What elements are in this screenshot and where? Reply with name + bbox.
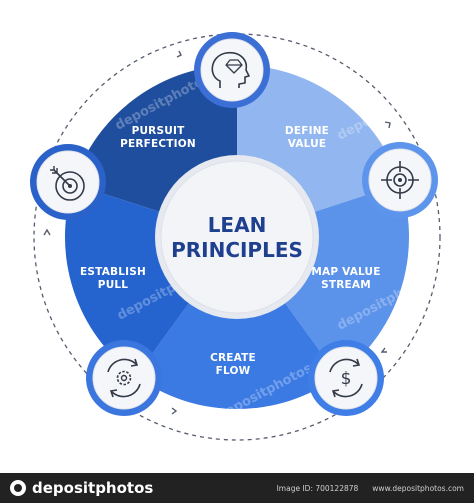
head-diamond-icon [194,32,270,108]
target-crosshair-icon [362,142,438,218]
segment-label-map-line2: STREAM [321,279,371,291]
segment-label-pursuit-line2: PERFECTION [120,138,196,150]
footer-site[interactable]: www.depositphotos.com [372,483,464,493]
segment-label-map-line1: MAP VALUE [311,266,380,278]
footer-meta: Image ID: 700122878 www.depositphotos.co… [277,484,464,493]
segment-labels: PURSUIT PERFECTION DEFINE VALUE MAP VALU… [80,125,380,377]
outer-dashed-ring [33,33,441,441]
footer-image-id: Image ID: 700122878 [276,483,359,493]
gear-cycle-icon [86,340,162,416]
ring-arrow [43,228,51,236]
lean-principles-diagram: depositphotos depositphotos depositphoto… [30,32,441,441]
segment-label-define-line2: VALUE [288,138,327,150]
ring-arrow [384,121,391,129]
center-hub: LEAN PRINCIPLES [155,155,319,319]
segment-label-define-line1: DEFINE [285,125,329,137]
footer-brand[interactable]: depositphotos [10,479,153,497]
segment-label-flow-line1: CREATE [210,352,256,364]
segment-label-pull-line1: ESTABLISH [80,266,146,278]
segment-label-flow-line2: FLOW [216,365,251,377]
dollar-cycle-icon: $ [308,340,384,416]
brand-logo-icon [10,480,26,496]
center-hub-disc [160,160,314,314]
center-title-line1: LEAN [208,213,267,237]
svg-text:$: $ [341,369,352,389]
segment-create-flow [135,237,339,409]
ring-arrow [380,347,387,353]
dart-target-icon [30,144,106,220]
footer-brand-text: depositphotos [32,479,154,497]
ring-arrow [176,50,182,58]
ring-arrow [171,407,178,415]
segment-label-pursuit-line1: PURSUIT [132,125,186,137]
center-title-line2: PRINCIPLES [171,238,303,262]
segment-label-pull-line2: PULL [98,279,129,291]
footer-bar: depositphotos Image ID: 700122878 www.de… [0,473,474,503]
